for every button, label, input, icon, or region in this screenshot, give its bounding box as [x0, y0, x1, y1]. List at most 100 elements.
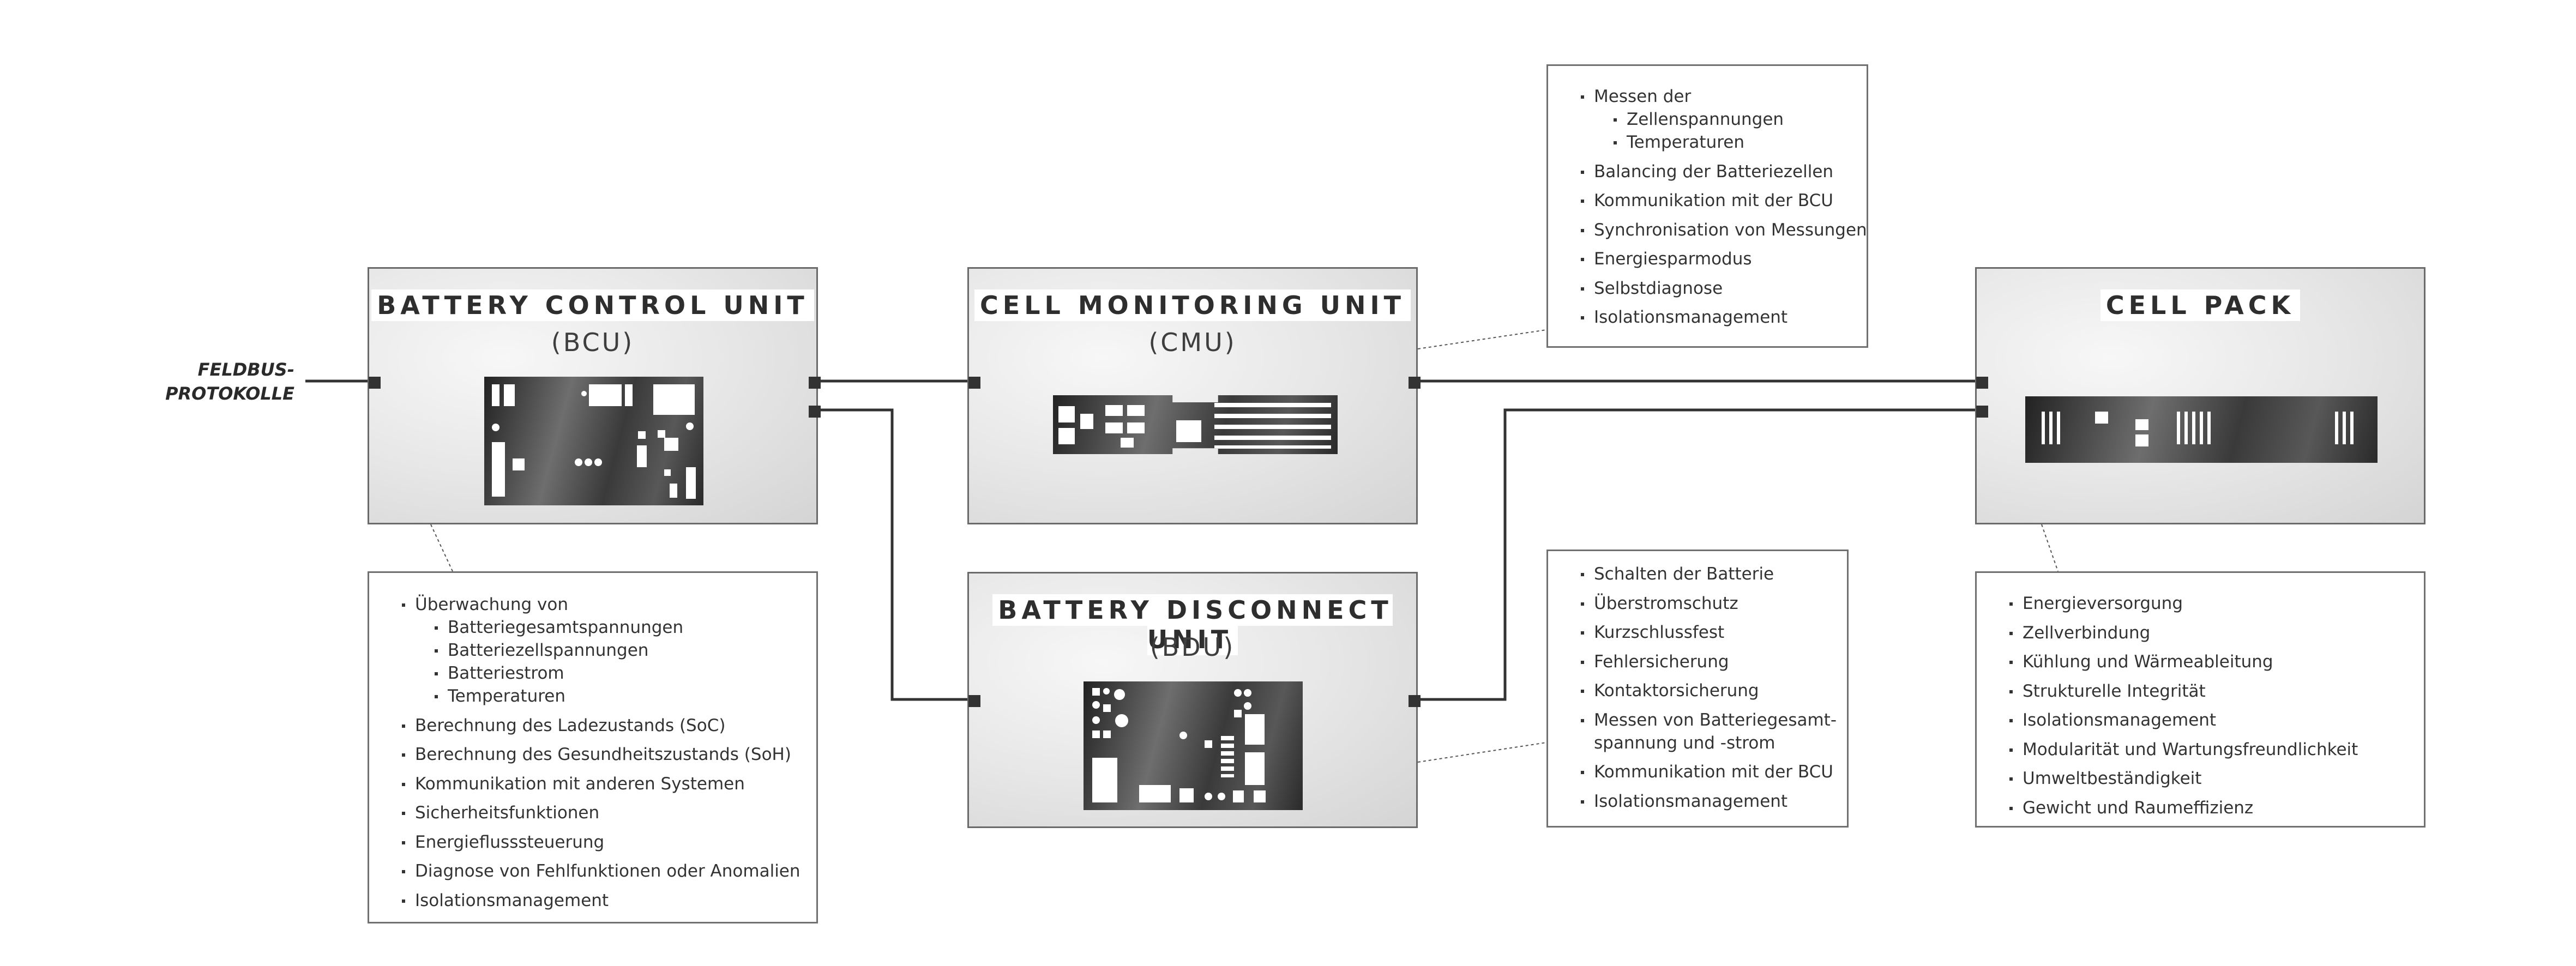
bcu-list-item: Isolationsmanagement — [415, 890, 609, 910]
bdu-circuit-board-icon — [1084, 681, 1303, 810]
cmu-list-item: Isolationsmanagement — [1594, 307, 1788, 327]
bdu-list-bullet — [1581, 573, 1584, 576]
bdu-unit: BATTERY DISCONNECT UNIT (BDU) — [967, 572, 1421, 828]
cmu-input-port — [968, 377, 980, 389]
bcu-list-bullet — [402, 724, 405, 728]
bcu-list-item: Energieflusssteuerung — [415, 832, 605, 852]
cellpack-list-bullet — [2009, 748, 2013, 752]
bcu-input-port — [369, 377, 381, 389]
bdu-cellpack-wire — [1408, 408, 1988, 701]
bcu-list-bullet — [435, 649, 438, 653]
bcu-list-bullet — [435, 672, 438, 675]
cmu-list-item: Selbstdiagnose — [1594, 278, 1723, 298]
bdu-title: BATTERY DISCONNECT UNIT — [992, 594, 1393, 655]
cmu-list-item: Kommunikation mit der BCU — [1594, 191, 1833, 210]
cmu-list-bullet — [1581, 228, 1584, 232]
bcu-list-item: Berechnung des Gesundheitszustands (SoH) — [415, 745, 791, 764]
cellpack-list-bullet — [2009, 690, 2013, 693]
cellpack-input-port-2 — [1976, 406, 1988, 418]
bcu-list-bullet — [402, 870, 405, 873]
cellpack-list-bullet — [2009, 806, 2013, 810]
bcu-list-bullet — [402, 782, 405, 786]
cellpack-title: CELL PACK — [2100, 289, 2301, 321]
cellpack-callout-line — [2041, 524, 2059, 572]
feldbus-label: FELDBUS- PROTOKOLLE — [125, 358, 294, 406]
cellpack-list-bullet — [2009, 631, 2013, 635]
bdu-list-bullet — [1581, 631, 1584, 635]
bdu-list-item: Messen von Batteriegesamt- — [1594, 710, 1837, 730]
cmu-list-bullet — [1581, 95, 1584, 99]
cmu-list-item: Energiesparmodus — [1594, 249, 1752, 269]
bdu-list-item: Kommunikation mit der BCU — [1594, 762, 1833, 782]
cmu-list-item: Synchronisation von Messungen — [1594, 220, 1867, 240]
cellpack-cells-icon — [2025, 396, 2378, 463]
cellpack-list-bullet — [2009, 602, 2013, 606]
bcu-list-bullet — [402, 753, 405, 757]
bcu-list-item: Batteriezellspannungen — [448, 641, 649, 660]
bdu-callout-line — [1417, 742, 1547, 763]
bcu-unit: BATTERY CONTROL UNIT (BCU) — [368, 267, 821, 524]
bcu-list-bullet — [402, 841, 405, 844]
bcu-list-item: Kommunikation mit anderen Systemen — [415, 774, 745, 794]
cmu-list-bullet — [1581, 287, 1584, 291]
cellpack-list-bullet — [2009, 661, 2013, 664]
bcu-list-item: Sicherheitsfunktionen — [415, 803, 600, 823]
cellpack-list-item: Modularität und Wartungsfreundlichkeit — [2023, 739, 2358, 759]
bcu-list-bullet — [435, 695, 438, 698]
bcu-output-port-2 — [809, 406, 821, 418]
bdu-list-bullet — [1581, 660, 1584, 664]
bcu-title: BATTERY CONTROL UNIT — [371, 289, 814, 321]
bdu-list-item: Kurzschlussfest — [1594, 623, 1725, 642]
cellpack-list-item: Gewicht und Raumeffizienz — [2023, 798, 2254, 818]
cellpack-list-item: Strukturelle Integrität — [2023, 681, 2206, 701]
cmu-list-bullet — [1614, 141, 1617, 144]
cellpack-list-bullet — [2009, 777, 2013, 781]
cellpack-list-item: Zellverbindung — [2023, 623, 2151, 643]
bdu-list-item: Schalten der Batterie — [1594, 564, 1774, 584]
bdu-list-item: Isolationsmanagement — [1594, 791, 1788, 811]
cellpack-list-item: Umweltbeständigkeit — [2023, 769, 2202, 788]
bcu-list-bullet — [402, 603, 405, 607]
bcu-bdu-wire — [813, 408, 973, 701]
cmu-title: CELL MONITORING UNIT — [974, 289, 1411, 321]
cmu-circuit-board-icon — [1053, 395, 1338, 454]
cellpack-unit: CELL PACK — [1975, 267, 2425, 524]
bcu-output-port-1 — [809, 377, 821, 389]
cellpack-list-item: Isolationsmanagement — [2023, 710, 2217, 730]
cellpack-input-port-1 — [1976, 377, 1988, 389]
bcu-list-item: Überwachung von — [415, 595, 569, 614]
bdu-abbr: (BDU) — [1149, 632, 1236, 662]
bcu-list-bullet — [402, 812, 405, 815]
bdu-list-bullet — [1581, 602, 1584, 606]
bcu-list-item: Berechnung des Ladezustands (SoC) — [415, 715, 726, 735]
cmu-list-bullet — [1614, 118, 1617, 122]
cmu-output-port — [1409, 377, 1421, 389]
cmu-list-bullet — [1581, 258, 1584, 261]
cmu-abbr: (CMU) — [1148, 328, 1237, 357]
feldbus-label-line-1: FELDBUS- — [197, 359, 294, 380]
bcu-list-bullet — [435, 626, 438, 630]
cellpack-list-item: Energieversorgung — [2023, 594, 2183, 613]
bcu-list-item: Diagnose von Fehlfunktionen oder Anomali… — [415, 861, 801, 881]
bdu-list-bullet — [1581, 690, 1584, 693]
bdu-input-port — [968, 695, 980, 707]
bdu-output-port — [1409, 695, 1421, 707]
bcu-list-bullet — [402, 899, 405, 903]
cellpack-list-item: Kühlung und Wärmeableitung — [2023, 652, 2273, 672]
bdu-list-item: Überstromschutz — [1594, 593, 1738, 613]
cmu-list-item: Zellenspannungen — [1627, 110, 1784, 129]
cmu-list-item: Messen der — [1594, 87, 1692, 106]
bcu-list-item: Batteriegesamtspannungen — [448, 618, 684, 637]
feldbus-label-line-2: PROTOKOLLE — [165, 383, 294, 404]
cmu-list-bullet — [1581, 170, 1584, 174]
bdu-list-bullet — [1581, 719, 1584, 722]
cmu-unit: CELL MONITORING UNIT (CMU) — [967, 267, 1421, 524]
bcu-list-item: Temperaturen — [448, 686, 566, 706]
bcu-list-item: Batteriestrom — [448, 663, 564, 683]
cmu-list-bullet — [1581, 200, 1584, 203]
